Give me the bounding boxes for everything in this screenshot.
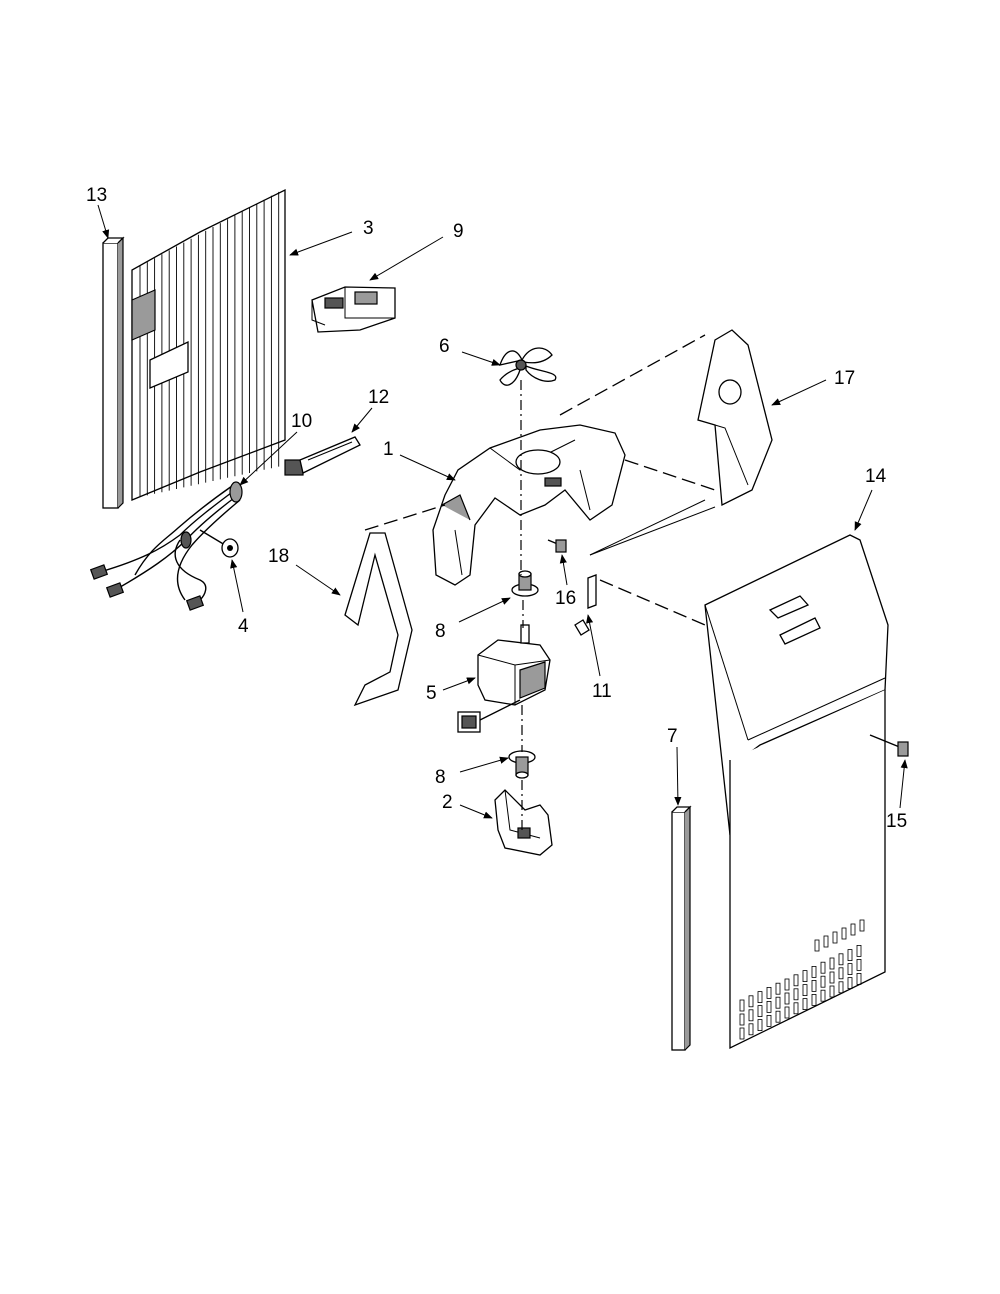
part-16-screw [547, 539, 567, 553]
part-3-evaporator-cover [131, 188, 286, 501]
callout-8-upper: 8 [435, 621, 446, 642]
callout-13: 13 [86, 185, 107, 206]
assembly-lines [364, 334, 716, 830]
callout-2: 2 [442, 792, 453, 813]
part-5-fan-motor [457, 624, 551, 733]
part-9-bracket [311, 286, 396, 333]
part-4-sensor [199, 529, 239, 558]
part-7-strip [671, 805, 692, 1051]
part-2-motor-bracket [494, 789, 553, 856]
callout-12: 12 [368, 387, 389, 408]
callout-1: 1 [383, 439, 394, 460]
part-12-thermistor [284, 436, 361, 476]
callout-labels: 13 3 9 6 17 12 10 1 14 18 16 4 8 11 5 7 … [86, 185, 907, 832]
callout-15: 15 [886, 811, 907, 832]
callout-18: 18 [268, 546, 289, 567]
callout-9: 9 [453, 221, 464, 242]
callout-16: 16 [555, 588, 576, 609]
part-13-seal-strip [102, 236, 125, 509]
part-17-bracket [697, 329, 773, 507]
leader-arrows [97, 204, 908, 819]
part-18-shroud [344, 532, 413, 707]
part-14-air-tower-cover [704, 534, 889, 1050]
callout-11: 11 [592, 681, 612, 702]
callout-17: 17 [834, 368, 855, 389]
callout-7: 7 [667, 726, 678, 747]
part-10-wire-harness [89, 481, 243, 611]
callout-8-lower: 8 [435, 767, 446, 788]
callout-4: 4 [238, 616, 249, 637]
part-8-bushing-upper [511, 570, 539, 597]
callout-5: 5 [426, 683, 437, 704]
callout-10: 10 [291, 411, 312, 432]
callout-3: 3 [363, 218, 374, 239]
part-15-screw [869, 734, 909, 757]
callout-14: 14 [865, 466, 887, 487]
part-1-fan-housing [432, 424, 626, 586]
callout-6: 6 [439, 336, 450, 357]
part-8-bushing-lower [508, 750, 536, 779]
part-6-fan-blade [499, 347, 557, 386]
part-11-clip [574, 574, 597, 636]
